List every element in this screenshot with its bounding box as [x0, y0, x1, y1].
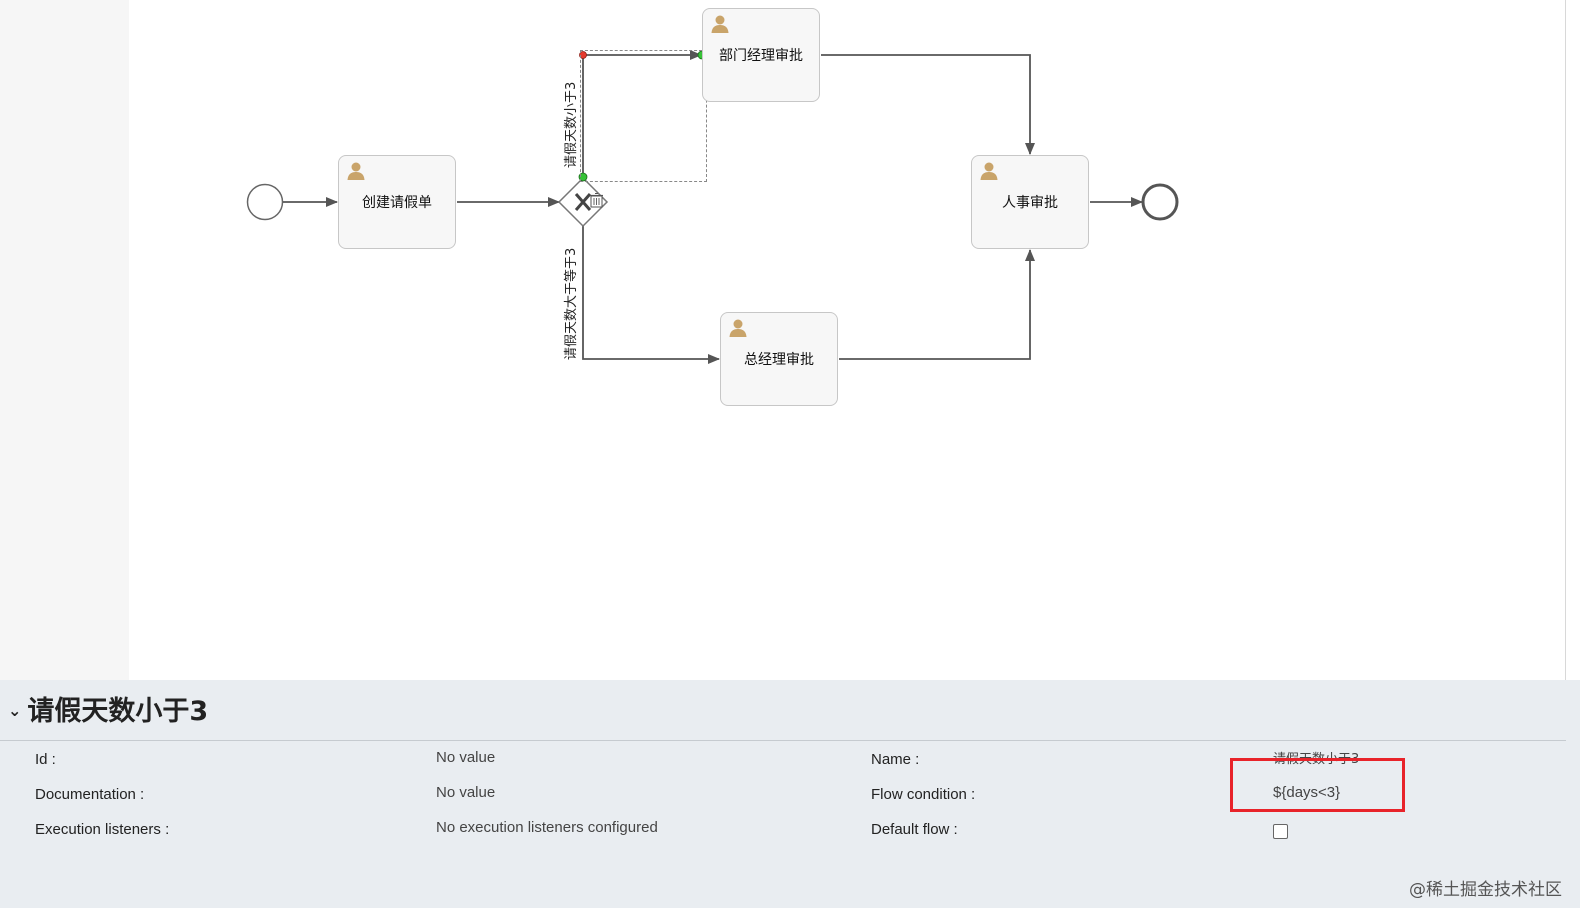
panel-divider — [0, 740, 1566, 741]
flow-days-ge-3[interactable] — [582, 226, 720, 364]
flow-condition-value[interactable]: ${days<3} — [1273, 784, 1341, 801]
gateway-x-icon — [574, 193, 592, 211]
panel-header[interactable]: ⌄ 请假天数小于3 — [8, 690, 209, 727]
task-label: 总经理审批 — [744, 352, 814, 368]
flow-gm-to-hr[interactable] — [839, 249, 1035, 360]
flow-label-days-ge-3[interactable]: 请假天数大于等于3 — [564, 247, 579, 360]
task-dept-manager-approval[interactable]: 部门经理审批 — [702, 8, 820, 102]
task-create-leave-form[interactable]: 创建请假单 — [338, 155, 456, 249]
palette-gutter — [0, 0, 129, 680]
default-flow-checkbox[interactable] — [1273, 824, 1288, 839]
task-hr-approval[interactable]: 人事审批 — [971, 155, 1089, 249]
task-label: 人事审批 — [1002, 195, 1058, 211]
selection-handle-bend[interactable] — [579, 51, 587, 59]
execution-listeners-value[interactable]: No execution listeners configured — [436, 819, 658, 836]
task-label: 部门经理审批 — [719, 48, 803, 64]
default-flow-label: Default flow : — [871, 821, 958, 838]
panel-title: 请假天数小于3 — [27, 695, 209, 727]
documentation-label: Documentation : — [35, 786, 145, 803]
flow-condition-label: Flow condition : — [871, 786, 976, 803]
user-icon — [729, 319, 747, 337]
chevron-down-icon[interactable]: ⌄ — [8, 700, 22, 720]
user-icon — [711, 15, 729, 33]
documentation-value[interactable]: No value — [436, 784, 496, 801]
name-label: Name : — [871, 751, 920, 768]
exclusive-gateway[interactable] — [557, 176, 609, 228]
flow-dept-to-hr[interactable] — [821, 54, 1035, 155]
start-event[interactable] — [246, 183, 284, 221]
end-event[interactable] — [1141, 183, 1179, 221]
bpmn-canvas[interactable]: 创建请假单 部门经理审批 总经理审批 人事审批 请假天数小于3 请假天数大于等于… — [0, 0, 1566, 680]
trash-icon[interactable] — [590, 193, 603, 208]
user-icon — [980, 162, 998, 180]
highlight-box — [1230, 758, 1405, 812]
flow-label-days-less-than-3[interactable]: 请假天数小于3 — [564, 81, 579, 168]
task-general-manager-approval[interactable]: 总经理审批 — [720, 312, 838, 406]
properties-panel: ⌄ 请假天数小于3 Id : No value Documentation : … — [0, 680, 1580, 908]
diagram-connections — [246, 50, 1179, 364]
selection-outline — [580, 50, 707, 182]
id-value[interactable]: No value — [436, 749, 496, 766]
watermark: @稀土掘金技术社区 — [1409, 880, 1562, 900]
canvas-scrollbar[interactable] — [1565, 0, 1580, 680]
user-icon — [347, 162, 365, 180]
task-label: 创建请假单 — [362, 195, 432, 211]
id-label: Id : — [35, 751, 56, 768]
execution-listeners-label: Execution listeners : — [35, 821, 170, 838]
